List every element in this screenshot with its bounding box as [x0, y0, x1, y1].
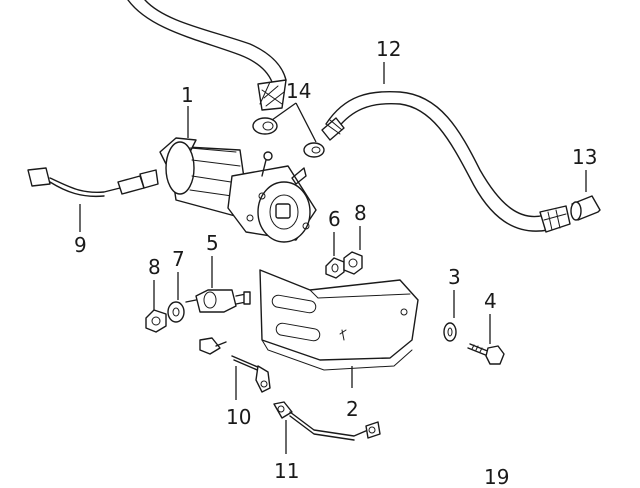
- nut-6: [325, 257, 345, 279]
- long-hose: [321, 90, 571, 233]
- cable-10: [199, 337, 271, 393]
- washer-7: [167, 301, 185, 323]
- label-part-12: 12: [376, 37, 401, 61]
- washer-3: [443, 322, 457, 342]
- motor-assembly: [159, 137, 317, 243]
- leader-14: [271, 102, 317, 143]
- mounting-bracket: [259, 269, 419, 371]
- nut-8-upper: [343, 251, 363, 275]
- nut-8-lower: [145, 309, 167, 333]
- label-part-11: 11: [274, 459, 299, 483]
- wire-harness: [27, 167, 159, 198]
- bolt-4: [467, 343, 505, 365]
- label-part-14: 14: [286, 79, 311, 103]
- label-part-2: 2: [346, 397, 359, 421]
- page-number: 19: [484, 465, 509, 488]
- label-part-5: 5: [206, 231, 219, 255]
- hose-clamp-lower: [303, 142, 325, 158]
- label-part-8-upper: 8: [354, 201, 367, 225]
- label-part-10: 10: [226, 405, 251, 429]
- hose-clamp-upper: [252, 117, 278, 135]
- label-part-3: 3: [448, 265, 461, 289]
- cable-11: [273, 401, 381, 441]
- label-part-9: 9: [74, 233, 87, 257]
- label-part-4: 4: [484, 289, 497, 313]
- hose-end-cap: [570, 195, 601, 221]
- label-part-6: 6: [328, 207, 341, 231]
- label-part-8-lower: 8: [148, 255, 161, 279]
- label-part-13: 13: [572, 145, 597, 169]
- label-part-1: 1: [181, 83, 194, 107]
- upper-hose: [127, 0, 287, 111]
- valve-5: [185, 289, 251, 313]
- label-part-7: 7: [172, 247, 185, 271]
